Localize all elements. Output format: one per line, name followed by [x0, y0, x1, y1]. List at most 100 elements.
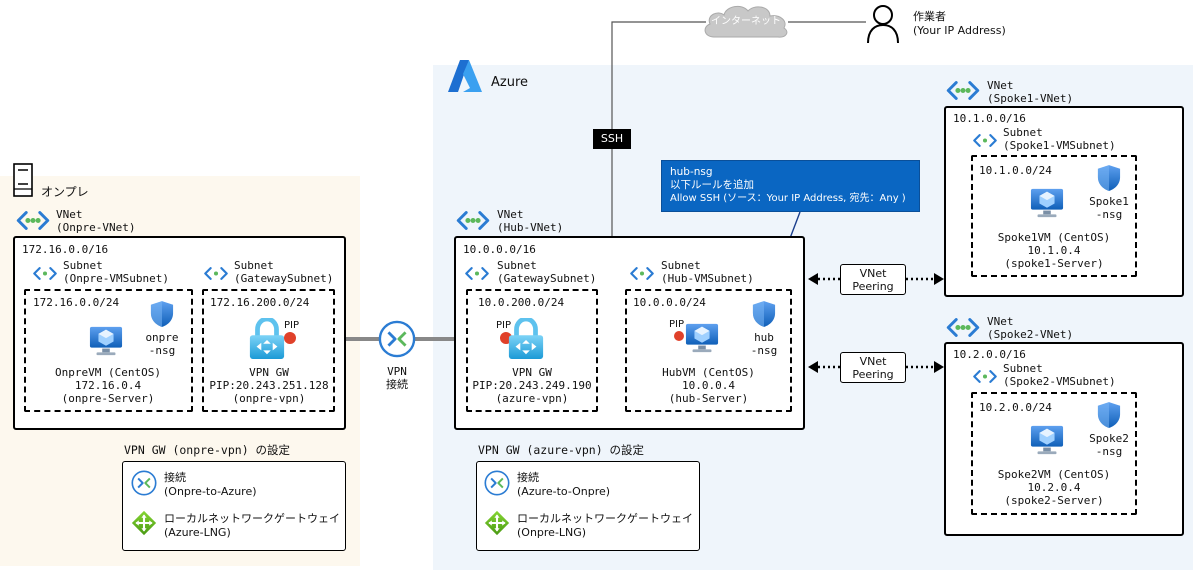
hub-vm-ip: 10.0.0.4 [682, 379, 735, 392]
onpre-vmsubnet-label: Subnet [63, 259, 103, 272]
spoke2-vnet-box [944, 342, 1184, 536]
peering2-arrow-left [808, 361, 818, 373]
onpre-settings-lng-icon [131, 510, 157, 536]
azure-title: Azure [491, 75, 529, 90]
callout-line3: Allow SSH (ソース：Your IP Address, 宛先：Any ) [670, 193, 906, 204]
hub-vnet-cidr: 10.0.0.0/16 [463, 243, 536, 256]
hub-vm-icon [685, 321, 719, 355]
spoke1-vm-name: Spoke1VM (CentOS) [997, 231, 1111, 244]
onpre-vm-host: (onpre-Server) [61, 392, 155, 405]
spoke2-vnet-label: VNet [987, 315, 1014, 328]
onpre-vmsubnet-name: (Onpre-VMSubnet) [63, 272, 169, 285]
hub-gwsubnet-box [466, 289, 598, 412]
internet-cloud-icon [704, 5, 788, 38]
spoke1-vnet-icon [946, 80, 980, 101]
onpre-settings-title: VPN GW (onpre-vpn) の設定 [124, 443, 291, 457]
hub-vnet-name: (Hub-VNet) [497, 221, 564, 234]
hub-vmsubnet-label: Subnet [661, 259, 701, 272]
peering2-label: VNet Peering [840, 352, 906, 383]
peering2-arrow-right [934, 361, 944, 373]
onpre-pip-dot [284, 332, 296, 344]
spoke2-nsg-icon [1097, 401, 1121, 429]
vpn-connection-label: VPN 接続 [386, 365, 408, 391]
hub-vnet-box [454, 236, 805, 430]
hub-gwsubnet-label: Subnet [497, 259, 537, 272]
peering1-arrow-left [808, 273, 818, 285]
ssh-label: SSH [593, 129, 631, 149]
spoke2-nsg-label: Spoke2 -nsg [1089, 432, 1129, 458]
spoke1-vm-host: (spoke1-Server) [1004, 257, 1104, 270]
onpre-vmsubnet-cidr: 172.16.0.0/24 [33, 296, 120, 309]
spoke2-subnet-box [971, 392, 1137, 515]
onpre-pip-label: PIP [284, 320, 300, 331]
onpre-vnet-cidr: 172.16.0.0/16 [22, 243, 109, 256]
spoke1-subnet-label: Subnet [1003, 126, 1043, 139]
spoke2-vm-host: (spoke2-Server) [1004, 494, 1104, 507]
hub-settings-conn-label: 接続 [517, 471, 539, 484]
onpre-nsg-label: onpre -nsg [145, 331, 179, 357]
spoke1-nsg-label: Spoke1 -nsg [1089, 195, 1129, 221]
vpn-connection-icon [378, 320, 416, 358]
hub-vnet-label: VNet [497, 208, 524, 221]
hub-settings-lng-label: ローカルネットワークゲートウェイ [517, 512, 693, 525]
hub-vmsubnet-box [625, 289, 792, 412]
spoke2-subnet-cidr: 10.2.0.0/24 [979, 401, 1052, 414]
spoke1-subnet-cidr: 10.1.0.0/24 [979, 164, 1052, 177]
hub-vpngw-name: VPN GW [512, 366, 552, 379]
onpre-gwsubnet-label: Subnet [234, 259, 274, 272]
onpre-settings-conn-name: (Onpre-to-Azure) [164, 485, 257, 498]
hub-settings-lng-name: (Onpre-LNG) [517, 526, 587, 539]
onpre-vnet-label: VNet [56, 208, 83, 221]
onpre-settings-lng-label: ローカルネットワークゲートウェイ [164, 512, 340, 525]
onpre-nsg-icon [150, 300, 174, 328]
azure-logo-icon [448, 60, 482, 92]
spoke2-vm-name: Spoke2VM (CentOS) [997, 468, 1111, 481]
onpre-settings-conn-label: 接続 [164, 471, 186, 484]
hub-settings-conn-icon [484, 470, 510, 496]
hub-vmsubnet-icon [630, 266, 654, 281]
operator-name: 作業者 [913, 10, 946, 23]
onpre-settings-box [122, 461, 346, 551]
onpre-gwsubnet-icon [204, 266, 228, 281]
spoke2-vnet-icon [946, 317, 980, 338]
callout-line2: 以下ルールを追加 [670, 179, 754, 191]
spoke2-subnet-name: (Spoke2-VMSubnet) [1003, 375, 1116, 388]
hub-settings-lng-icon [484, 510, 510, 536]
onpre-gwsubnet-cidr: 172.16.200.0/24 [210, 296, 310, 309]
onpre-title: オンプレ [41, 185, 89, 199]
hub-vm-pip-dot [674, 331, 684, 341]
peering1-arrow-right [934, 273, 944, 285]
hub-vpngw-pip: PIP:20.243.249.190 [472, 379, 592, 392]
spoke1-vnet-box [944, 106, 1184, 297]
spoke1-subnet-icon [973, 133, 997, 148]
onpre-vnet-icon [16, 210, 50, 231]
spoke2-subnet-icon [973, 369, 997, 384]
onpre-vm-icon [89, 324, 123, 358]
hub-gwsubnet-name: (GatewaySubnet) [497, 272, 597, 285]
spoke1-vm-icon [1030, 186, 1064, 220]
onpre-vpngw-icon [248, 318, 286, 360]
hub-settings-conn-name: (Azure-to-Onpre) [517, 485, 611, 498]
spoke1-subnet-box [971, 155, 1137, 277]
spoke1-vnet-name: (Spoke1-VNet) [987, 92, 1074, 105]
onpre-vmsubnet-icon [33, 266, 57, 281]
spoke2-subnet-label: Subnet [1003, 362, 1043, 375]
hub-vmsubnet-name: (Hub-VMSubnet) [661, 272, 754, 285]
hub-nsg-callout: hub-nsg 以下ルールを追加 Allow SSH (ソース：Your IP … [661, 160, 920, 212]
onpre-gwsubnet-box [202, 289, 335, 412]
operator-person-icon [867, 5, 899, 44]
hub-settings-title: VPN GW (azure-vpn) の設定 [478, 443, 645, 457]
onpre-gwsubnet-name: (GatewaySubnet) [234, 272, 334, 285]
spoke1-subnet-name: (Spoke1-VMSubnet) [1003, 139, 1116, 152]
spoke1-vnet-label: VNet [987, 79, 1014, 92]
onpre-vpngw-name: VPN GW [249, 366, 289, 379]
hub-gwsubnet-icon [465, 266, 489, 281]
hub-vpngw-host: (azure-vpn) [495, 392, 569, 405]
onpre-settings-lng-name: (Azure-LNG) [164, 526, 231, 539]
server-icon [13, 163, 33, 197]
onpre-settings-conn-icon [131, 470, 157, 496]
spoke2-vm-icon [1030, 423, 1064, 457]
internet-label: インターネット [711, 16, 781, 27]
spoke2-vnet-cidr: 10.2.0.0/16 [953, 348, 1026, 361]
hub-vnet-icon [456, 210, 490, 231]
